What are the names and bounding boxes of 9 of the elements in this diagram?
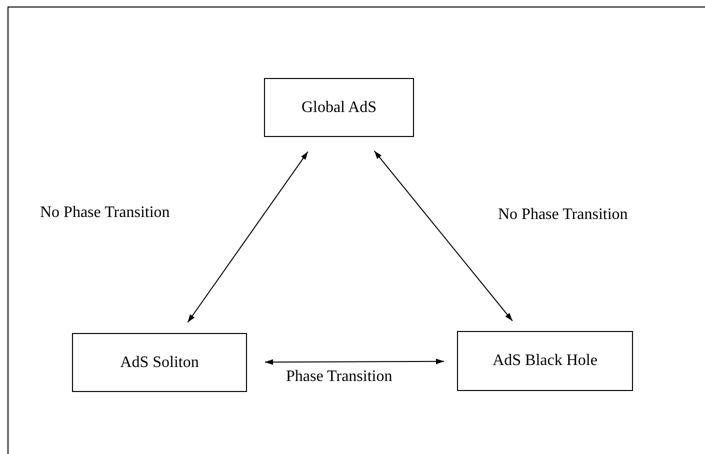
box-label: AdS Black Hole — [492, 351, 598, 371]
double-arrow — [374, 150, 513, 322]
box-label: AdS Soliton — [120, 352, 199, 372]
state-box — [457, 331, 633, 391]
state-box — [264, 78, 414, 137]
box-label: Global AdS — [301, 98, 377, 118]
state-box — [72, 333, 247, 392]
double-arrow — [187, 151, 308, 323]
double-arrow — [264, 358, 444, 365]
